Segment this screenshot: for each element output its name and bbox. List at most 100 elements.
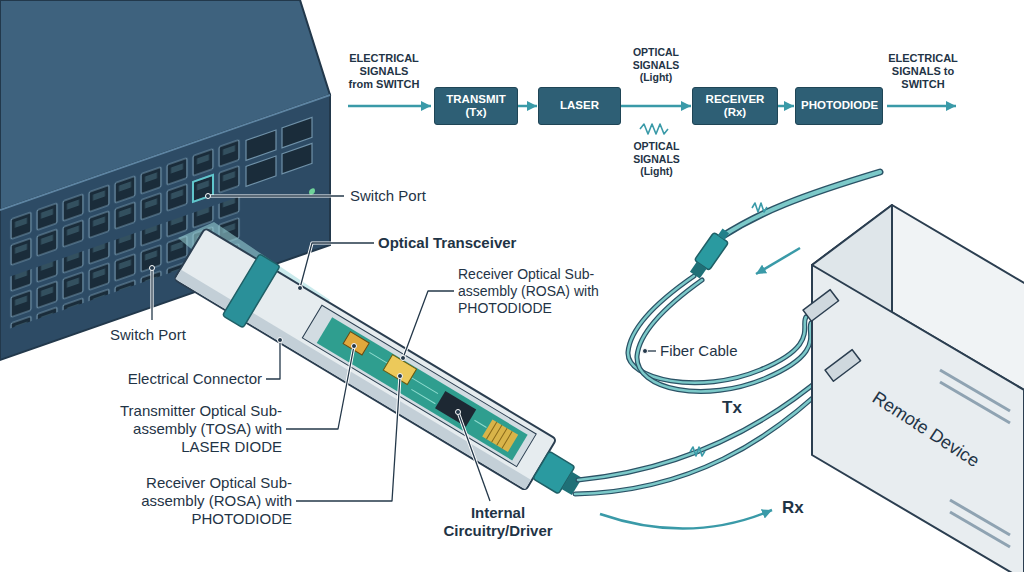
vent-slot [950,512,1010,547]
process-box: RECEIVER (Rx) [692,87,778,125]
fiber-cable [575,381,831,494]
highlighted-port [193,175,213,202]
light-pulse [690,447,705,456]
fiber-cable [578,374,826,480]
sfp-module [803,290,839,322]
callout-label: Internal Circuitry/Driver [428,504,568,540]
callout-label: Receiver Optical Sub-assembly (ROSA) wit… [132,474,292,528]
box-label: PHOTODIODE [801,99,877,112]
signal-arrow [756,248,800,274]
leader-line [278,338,283,343]
leader-line [456,410,461,415]
leader-line [296,376,400,501]
leader-line [643,349,648,354]
signal-caption: OPTICAL SIGNALS (Light) [623,46,689,84]
gold-contacts [482,419,518,452]
signal-connector [778,105,794,108]
fiber-cable [637,280,811,391]
leader-line [298,286,303,291]
signal-name: Tx [720,398,750,418]
circuit-board [317,317,528,460]
gold-contacts [486,422,512,448]
remote-device [812,265,1024,572]
leader-line [286,346,354,429]
tosa-part [343,332,369,355]
leader-line [458,412,490,501]
box-label: TRANSMIT (Tx) [440,93,512,119]
sfp-module [825,350,861,382]
callout-label: Switch Port [110,326,200,344]
signal-arrow [600,510,772,529]
device-label: Remote Device [868,387,983,472]
lc-connector [687,226,733,281]
process-box: TRANSMIT (Tx) [434,87,518,125]
sfp-module [803,290,839,322]
sfp-module [825,350,861,382]
leader-line [352,344,357,349]
signal-arrow [348,105,431,108]
driver-chip [435,391,476,427]
light-pulse [640,124,668,134]
leader-line [398,374,403,379]
process-box: LASER [538,87,621,125]
status-led [309,187,315,195]
box-label: RECEIVER (Rx) [698,93,772,119]
fiber-cable [721,172,880,237]
signal-connector [518,105,537,108]
leader-line [150,266,155,271]
leader-line [458,412,490,501]
callout-label: Transmitter Optical Sub-assembly (TOSA) … [112,402,282,456]
flow-caption: ELECTRICAL SIGNALS from SWITCH [347,52,421,92]
switch-ports [246,130,276,160]
signal-connector [621,105,691,108]
lc-connector [690,262,707,279]
callout-label: Switch Port [350,187,450,205]
leader-line [296,376,400,501]
leader-line [403,291,454,358]
vent-slot [940,370,1010,411]
signal-arrow [887,105,956,108]
leader-line [300,243,374,288]
flow-caption: ELECTRICAL SIGNALS to SWITCH [886,52,960,92]
callout-label: Fiber Cable [660,342,750,360]
leader-line [403,291,454,358]
box-label: LASER [544,99,615,112]
callout-label: Receiver Optical Sub-assembly (ROSA) wit… [458,266,608,316]
callout-label: Electrical Connector [112,370,262,388]
switch-ports [246,156,276,186]
bail-latch [222,254,280,328]
fiber-cable [575,381,831,494]
remote-device [803,205,1024,572]
leader-line [286,346,354,429]
leader-line [150,268,153,320]
leader-line [151,268,152,320]
fiber-cable [628,276,806,383]
optical-transceiver [302,305,536,466]
fiber-cable [637,280,811,391]
fiber-cable [628,276,806,383]
leader-line [152,196,656,501]
fiber-cable [578,374,826,480]
light-pulse [752,203,767,212]
board-trace [364,352,488,432]
signal-caption: OPTICAL SIGNALS (Light) [624,140,690,178]
leader-line [152,196,656,501]
leader-line [208,195,344,196]
leader-line [266,340,280,379]
signal-name: Rx [780,498,810,518]
leader-line [208,194,344,197]
signal-arrow [348,106,956,529]
lc-connector [718,229,729,240]
process-box: PHOTODIODE [795,87,883,125]
switch-ports [282,143,312,173]
callout-label: Optical Transceiver [378,234,548,252]
switch-ports [282,117,312,147]
leader-line [266,340,280,379]
leader-line [300,243,374,288]
leader-line [206,194,211,199]
leader-line [401,356,406,361]
fiber-cable [721,172,880,237]
vent-slot [940,382,1010,423]
